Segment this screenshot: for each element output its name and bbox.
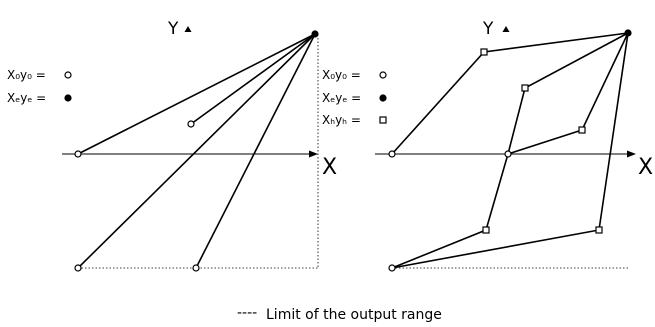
right-square-marker-right	[578, 126, 586, 134]
right-path-center	[507, 32, 629, 155]
right-square-marker-lower-right	[595, 226, 603, 234]
left-legend: X₀y₀ = Xₑyₑ =	[7, 68, 72, 105]
right-square-marker-lower-mid	[482, 226, 490, 234]
right-y-axis-title: Y	[482, 19, 494, 39]
right-legend: X₀y₀ = Xₑyₑ = Xₕyₕ =	[322, 68, 387, 127]
right-legend-label-end: Xₑyₑ =	[322, 91, 361, 105]
left-start-point-inner	[187, 120, 195, 128]
right-legend-open-circle-icon	[379, 71, 387, 79]
right-square-marker-upper-mid	[521, 84, 529, 92]
right-start-point-axis	[388, 150, 396, 158]
right-start-point-center	[504, 150, 512, 158]
left-start-point-bottom-mid	[192, 264, 200, 272]
left-x-axis-arrowhead	[309, 150, 318, 158]
left-start-point-axis	[74, 150, 82, 158]
left-end-point	[311, 30, 319, 38]
right-panel: X Y X₀y₀ = Xₑyₑ = Xₕyₕ =	[322, 19, 653, 272]
left-legend-open-circle-icon	[64, 71, 72, 79]
right-legend-open-square-icon	[379, 116, 387, 124]
footer-legend: ---- Limit of the output range	[237, 305, 442, 323]
right-square-marker-top	[480, 48, 488, 56]
right-legend-label-h: Xₕyₕ =	[322, 113, 361, 127]
left-y-axis-title: Y	[167, 19, 179, 39]
left-line-axis-start	[77, 33, 316, 155]
right-path-center-lower	[391, 153, 509, 269]
footer-legend-text: Limit of the output range	[266, 307, 442, 323]
right-y-axis-arrowhead	[502, 26, 510, 32]
right-path-center-upper	[507, 32, 629, 155]
footer-legend-dotted-line-icon: ----	[237, 305, 257, 321]
right-x-axis-arrowhead	[627, 150, 636, 158]
left-panel: X Y X₀y₀ = Xₑyₑ =	[7, 19, 337, 272]
left-line-bottom-left-start	[77, 33, 316, 269]
right-start-point-bottom	[388, 264, 396, 272]
left-line-inner-start	[190, 33, 316, 125]
left-legend-filled-circle-icon	[64, 94, 72, 102]
left-x-axis-title: X	[322, 155, 337, 180]
left-y-axis-arrowhead	[184, 26, 192, 32]
right-legend-label-start: X₀y₀ =	[322, 68, 361, 82]
left-line-bottom-mid-start	[195, 33, 316, 269]
left-legend-label-start: X₀y₀ =	[7, 68, 46, 82]
left-start-point-bottom-left	[74, 264, 82, 272]
right-path-bottom	[391, 32, 629, 269]
right-legend-filled-circle-icon	[379, 94, 387, 102]
right-x-axis-title: X	[638, 155, 653, 180]
left-legend-label-end: Xₑyₑ =	[7, 91, 46, 105]
right-end-point	[624, 29, 632, 37]
